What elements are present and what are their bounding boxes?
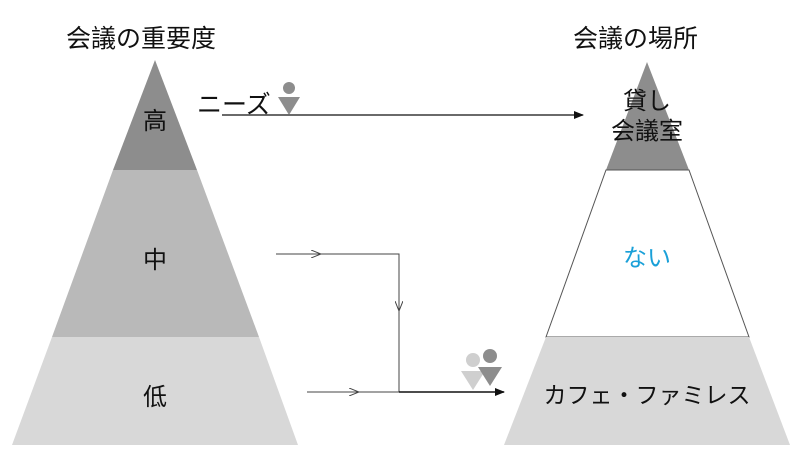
importance-pyramid	[12, 60, 298, 445]
importance-high-label: 高	[143, 107, 167, 135]
location-cafe-label: カフェ・ファミレス	[543, 383, 751, 409]
location-pyramid	[504, 62, 790, 445]
location-cafe-tier	[504, 337, 790, 445]
importance-low-tier	[12, 337, 298, 445]
people-pair-icon	[461, 349, 502, 390]
importance-medium-label: 中	[143, 246, 167, 274]
location-title: 会議の場所	[573, 24, 699, 53]
person-icon	[278, 82, 300, 115]
importance-high-tier	[113, 60, 197, 170]
importance-title: 会議の重要度	[66, 24, 217, 53]
medium-to-cafe-connector	[276, 253, 400, 392]
location-none-label: ない	[623, 244, 671, 272]
location-rental-line2: 会議室	[611, 117, 683, 145]
location-rental-label: 貸し 会議室	[587, 86, 707, 146]
location-rental-tier	[606, 62, 689, 170]
importance-medium-tier	[52, 170, 259, 337]
importance-low-label: 低	[143, 383, 167, 411]
needs-label: ニーズ	[197, 90, 271, 119]
location-rental-line1: 貸し	[623, 87, 671, 115]
